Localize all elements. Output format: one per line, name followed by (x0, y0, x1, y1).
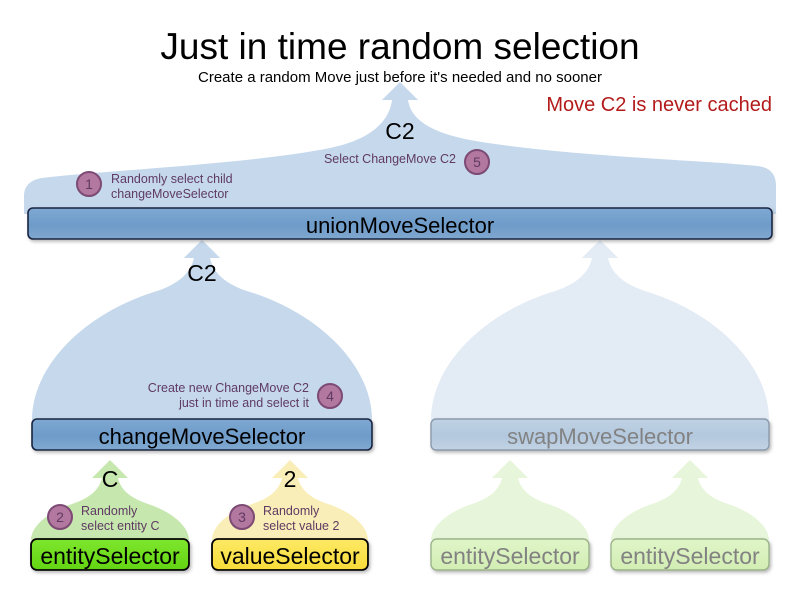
union-node-bar[interactable] (27, 207, 773, 240)
step-annotation-1-line-2: changeMoveSelector (111, 186, 229, 201)
entity-swap-2-box[interactable] (610, 538, 770, 571)
union-blob (24, 82, 776, 214)
swap-blob (431, 240, 769, 420)
edge-label-union-to-change: C2 (187, 260, 217, 286)
step-annotation-3-line-2: select value 2 (263, 518, 340, 533)
step-annotation-1-line-1: Randomly select child (111, 172, 233, 186)
page-subtitle: Create a random Move just before it's ne… (198, 69, 602, 86)
change-blob (32, 240, 372, 420)
edge-label-change-to-value: 2 (283, 466, 297, 492)
entity-swap-1-box[interactable] (430, 538, 590, 571)
swap-node-bar[interactable] (430, 418, 770, 451)
step-badge-3: 3 (229, 504, 255, 530)
step-annotation-4-line-1: Create new ChangeMove C2 (147, 381, 309, 395)
warning-note: Move C2 is never cached (546, 94, 772, 116)
step-badge-1: 1 (76, 171, 102, 197)
step-annotation-3-line-1: Randomly (263, 504, 320, 518)
step-annotation-5: Select ChangeMove C2 (260, 152, 456, 167)
step-annotation-4-line-2: just in time and select it (179, 395, 309, 410)
step-badge-4: 4 (317, 383, 343, 409)
value-left-box[interactable] (211, 538, 369, 571)
entity-swap-1-blob (431, 460, 589, 540)
step-annotation-2-line-1: Randomly (81, 504, 138, 518)
step-annotation-2: Randomly select entity C (81, 504, 201, 534)
edge-label-change-to-entity: C (101, 466, 119, 492)
entity-swap-2-blob (611, 460, 769, 540)
change-node-bar[interactable] (31, 418, 373, 451)
edge-label-union-out: C2 (385, 118, 415, 144)
step-badge-5: 5 (464, 149, 490, 175)
step-annotation-1: Randomly select child changeMoveSelector (111, 172, 311, 202)
page-title: Just in time random selection (160, 26, 640, 67)
step-annotation-3: Randomly select value 2 (263, 504, 383, 534)
entity-left-box[interactable] (30, 538, 190, 571)
step-annotation-5-line-1: Select ChangeMove C2 (323, 152, 456, 166)
step-annotation-2-line-2: select entity C (81, 518, 160, 533)
step-badge-2: 2 (47, 504, 73, 530)
step-annotation-4: Create new ChangeMove C2 just in time an… (105, 381, 309, 411)
